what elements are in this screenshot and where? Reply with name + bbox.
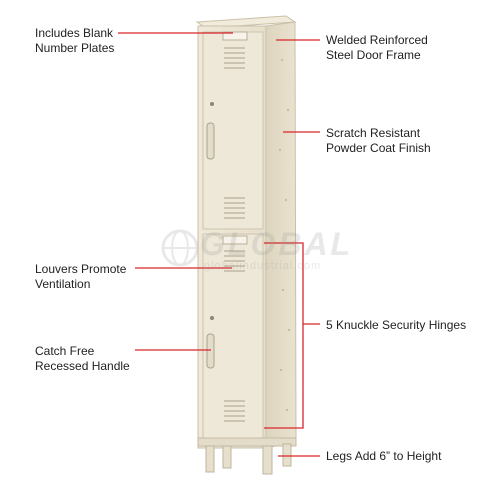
callout-finish: Scratch Resistant Powder Coat Finish <box>326 126 431 155</box>
handle-icon <box>206 122 215 160</box>
callout-handle: Catch Free Recessed Handle <box>35 344 130 373</box>
callout-hinges: 5 Knuckle Security Hinges <box>326 318 467 332</box>
number-plate-icon <box>222 31 248 41</box>
callout-louvers: Louvers Promote Ventilation <box>35 262 127 291</box>
locker-image <box>195 15 297 475</box>
callout-legs: Legs Add 6” to Height <box>326 449 442 463</box>
leader-lines <box>118 32 320 457</box>
callout-door-frame: Welded Reinforced Steel Door Frame <box>326 33 428 62</box>
callout-number-plates: Includes Blank Number Plates <box>35 26 115 55</box>
